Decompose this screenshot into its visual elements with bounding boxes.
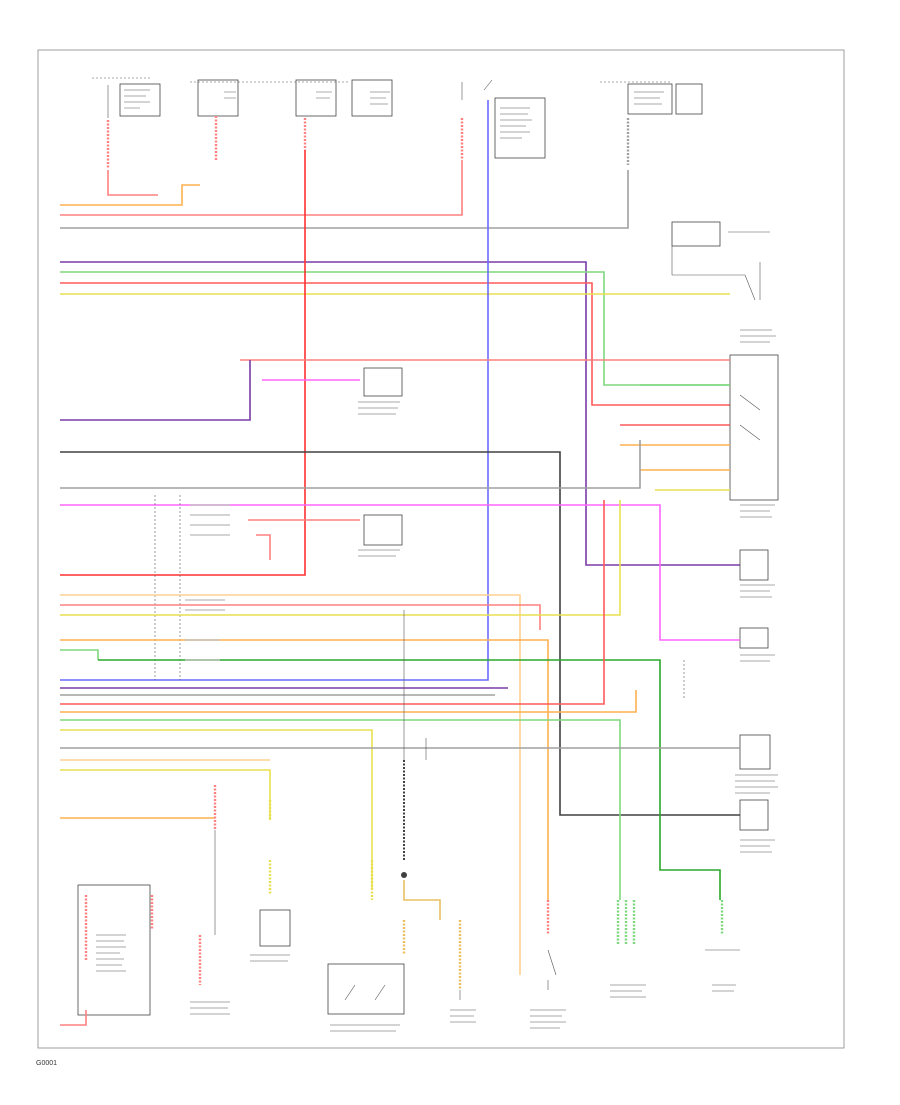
bottom-sensor-1 <box>546 900 557 990</box>
bottom-switch-left <box>198 785 217 985</box>
bottom-left-fuse <box>60 884 154 1026</box>
bottom-component-2 <box>259 800 291 947</box>
bottom-sensor-3 <box>705 900 740 951</box>
top-fuse-block-right <box>600 81 703 115</box>
wire-group-mid <box>60 360 740 816</box>
right-sensor-2 <box>683 627 769 700</box>
center-fuse-chain <box>401 610 441 920</box>
top-connectors <box>106 116 630 168</box>
right-wire-stubs <box>240 359 730 491</box>
ground-switch-top <box>461 79 546 159</box>
right-switch-assembly <box>729 354 779 501</box>
bottom-relay-center <box>327 860 405 1015</box>
label-marks <box>96 89 778 1032</box>
footer-code: G0001 <box>36 1060 58 1067</box>
left-connector-block <box>154 495 181 680</box>
top-fuse-block-center <box>190 79 393 117</box>
bottom-sensor-2 <box>616 900 636 945</box>
wire-blue-main <box>60 100 489 681</box>
center-component-1 <box>363 367 403 397</box>
wire-red-main <box>60 150 306 576</box>
wire-group-top <box>60 160 740 566</box>
right-relay-top <box>671 221 770 301</box>
bottom-switch-center <box>402 920 462 1000</box>
center-component-2 <box>363 514 403 546</box>
top-fuse-block-left <box>92 77 161 118</box>
diagram-border <box>37 49 845 1049</box>
right-sensor-3 <box>739 734 771 770</box>
right-sensor-1 <box>739 549 769 581</box>
wire-group-lower <box>60 500 740 975</box>
right-sensor-4 <box>739 799 769 831</box>
